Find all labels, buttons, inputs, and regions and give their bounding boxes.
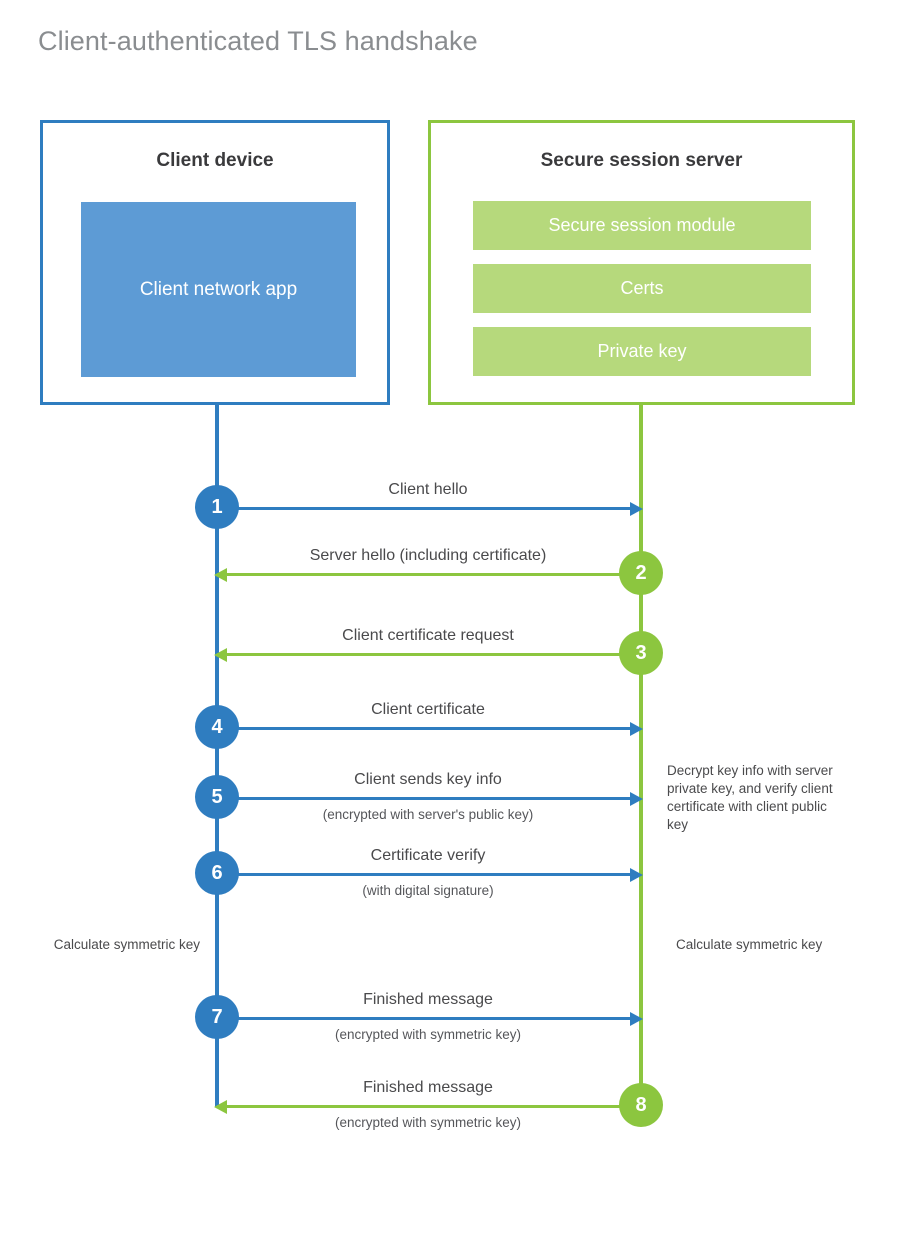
message-label: Finished message <box>363 1079 493 1096</box>
server-lifeline <box>639 405 643 1105</box>
message-sublabel: (encrypted with server's public key) <box>322 807 534 822</box>
message-arrow-line <box>217 1017 639 1020</box>
message-label: Client certificate <box>371 701 485 718</box>
arrow-head-icon <box>214 648 227 662</box>
server-component-certs: Certs <box>473 264 811 313</box>
message-arrow-line <box>217 507 639 510</box>
step-number-badge: 8 <box>619 1083 663 1127</box>
message-arrow-line <box>217 1105 639 1108</box>
client-network-app-block: Client network app <box>81 202 356 377</box>
server-decrypt-annotation: Decrypt key info with server private key… <box>667 763 833 833</box>
step-number-badge: 6 <box>195 851 239 895</box>
message-arrow-line <box>217 797 639 800</box>
arrow-head-icon <box>630 502 643 516</box>
server-component-private-key: Private key <box>473 327 811 376</box>
arrow-head-icon <box>214 1100 227 1114</box>
client-device-title: Client device <box>156 150 274 171</box>
secure-session-server-title: Secure session server <box>540 150 743 171</box>
message-arrow-line <box>217 653 639 656</box>
page-title: Client-authenticated TLS handshake <box>38 26 478 56</box>
server-calculate-symmetric-key-annotation: Calculate symmetric key <box>676 937 823 952</box>
step-number-badge: 7 <box>195 995 239 1039</box>
message-label: Finished message <box>363 991 493 1008</box>
step-number-badge: 1 <box>195 485 239 529</box>
message-sublabel: (encrypted with symmetric key) <box>334 1027 522 1042</box>
client-lifeline <box>215 405 219 1107</box>
step-number-badge: 3 <box>619 631 663 675</box>
message-arrow-line <box>217 573 639 576</box>
arrow-head-icon <box>630 868 643 882</box>
step-number-badge: 5 <box>195 775 239 819</box>
message-arrow-line <box>217 873 639 876</box>
message-sublabel: (encrypted with symmetric key) <box>334 1115 522 1130</box>
message-arrow-line <box>217 727 639 730</box>
server-component-secure-session-module: Secure session module <box>473 201 811 250</box>
message-sublabel: (with digital signature) <box>362 883 494 898</box>
message-label: Client certificate request <box>342 627 514 644</box>
client-calculate-symmetric-key-annotation: Calculate symmetric key <box>53 937 200 952</box>
message-label: Certificate verify <box>370 847 486 864</box>
arrow-head-icon <box>630 722 643 736</box>
message-label: Client hello <box>388 481 468 498</box>
client-device-box: Client device Client network app <box>40 120 390 405</box>
arrow-head-icon <box>214 568 227 582</box>
step-number-badge: 2 <box>619 551 663 595</box>
message-label: Client sends key info <box>354 771 502 788</box>
arrow-head-icon <box>630 1012 643 1026</box>
arrow-head-icon <box>630 792 643 806</box>
message-label: Server hello (including certificate) <box>309 547 547 564</box>
step-number-badge: 4 <box>195 705 239 749</box>
secure-session-server-box: Secure session server Secure session mod… <box>428 120 855 405</box>
